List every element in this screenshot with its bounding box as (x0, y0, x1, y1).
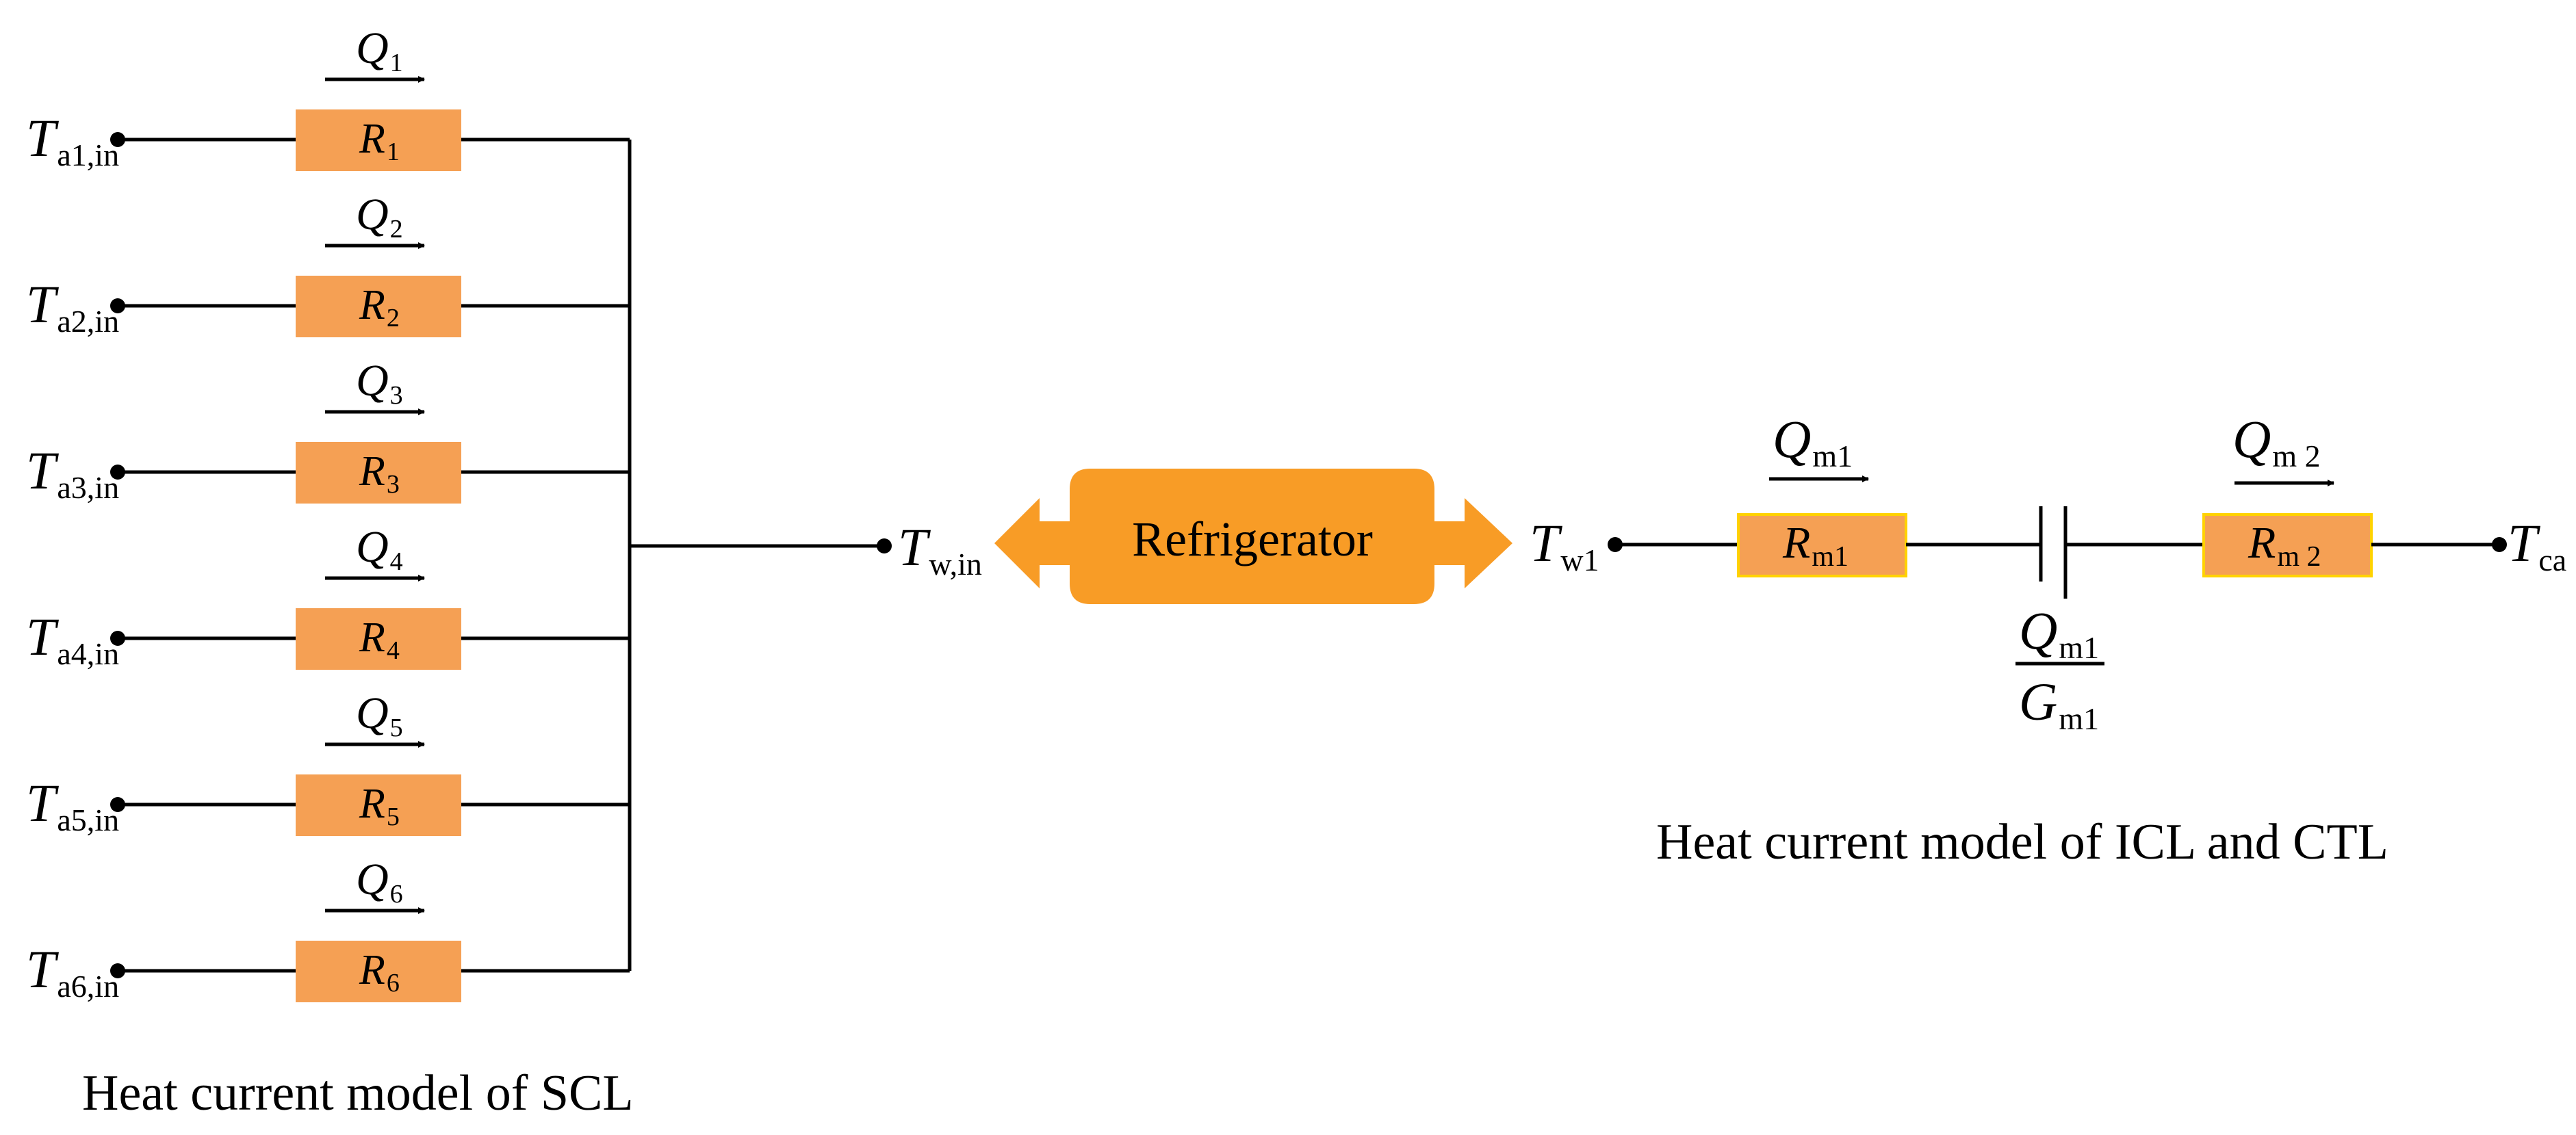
frac-numerator: Qm1 (2019, 601, 2099, 665)
scl-branch: Ta2,in R2 Q2 (26, 190, 630, 339)
resistor-r4 (296, 608, 461, 670)
rm2-label: Rm 2 (2247, 518, 2321, 573)
q5-label: Q5 (356, 688, 403, 742)
resistor-rm2 (2202, 513, 2373, 577)
q2-label: Q2 (356, 190, 403, 244)
scl-branch: Ta1,in R1 Q1 (26, 23, 630, 172)
resistor-r2 (296, 276, 461, 337)
q4-label: Q4 (356, 522, 403, 576)
scl-branch: Ta5,in R5 Q5 (26, 688, 630, 837)
t-a2-in-label: Ta2,in (26, 274, 119, 339)
scl-output-node (877, 538, 892, 553)
resistor-r1 (296, 109, 461, 171)
scl-branch: Ta3,in R3 Q3 (26, 356, 630, 505)
q6-label: Q6 (356, 854, 403, 909)
qm1-label: Qm1 (1773, 409, 1853, 473)
tw1-label: Tw1 (1530, 513, 1599, 577)
scl-caption: Heat current model of SCL (82, 1065, 634, 1121)
rm1-label: Rm1 (1782, 518, 1849, 573)
scl-branch: Ta6,in R6 Q6 (26, 854, 630, 1004)
resistor-r3 (296, 442, 461, 504)
t-a5-in-label: Ta5,in (26, 773, 119, 837)
refrigerator-block: Refrigerator (994, 469, 1512, 604)
resistor-r6 (296, 941, 461, 1002)
resistor-rm1 (1737, 513, 1907, 577)
icl-ctl-model: Tw1 Rm1 Qm1 Qm1 Gm1 Rm 2 Qm 2 Tca Heat c… (1530, 409, 2566, 870)
resistor-r5 (296, 774, 461, 836)
r4-label: R4 (359, 614, 400, 665)
tw-in-label: Tw,in (898, 517, 982, 582)
t-a1-in-label: Ta1,in (26, 108, 119, 172)
t-a4-in-label: Ta4,in (26, 607, 119, 671)
r6-label: R6 (359, 947, 400, 997)
t-a3-in-label: Ta3,in (26, 441, 119, 505)
q3-label: Q3 (356, 356, 403, 410)
q1-label: Q1 (356, 23, 403, 77)
icl-caption: Heat current model of ICL and CTL (1656, 814, 2388, 870)
refrigerator-double-arrow (994, 469, 1512, 604)
tca-node (2492, 537, 2507, 552)
r2-label: R2 (359, 282, 400, 332)
r1-label: R1 (359, 116, 400, 166)
r3-label: R3 (359, 448, 400, 499)
t-a6-in-label: Ta6,in (26, 939, 119, 1004)
refrigerator-label: Refrigerator (1132, 512, 1373, 566)
r5-label: R5 (359, 781, 400, 831)
frac-denominator: Gm1 (2019, 672, 2099, 736)
scl-branch: Ta4,in R4 Q4 (26, 522, 630, 671)
qm2-label: Qm 2 (2232, 409, 2321, 473)
tca-label: Tca (2508, 513, 2566, 577)
